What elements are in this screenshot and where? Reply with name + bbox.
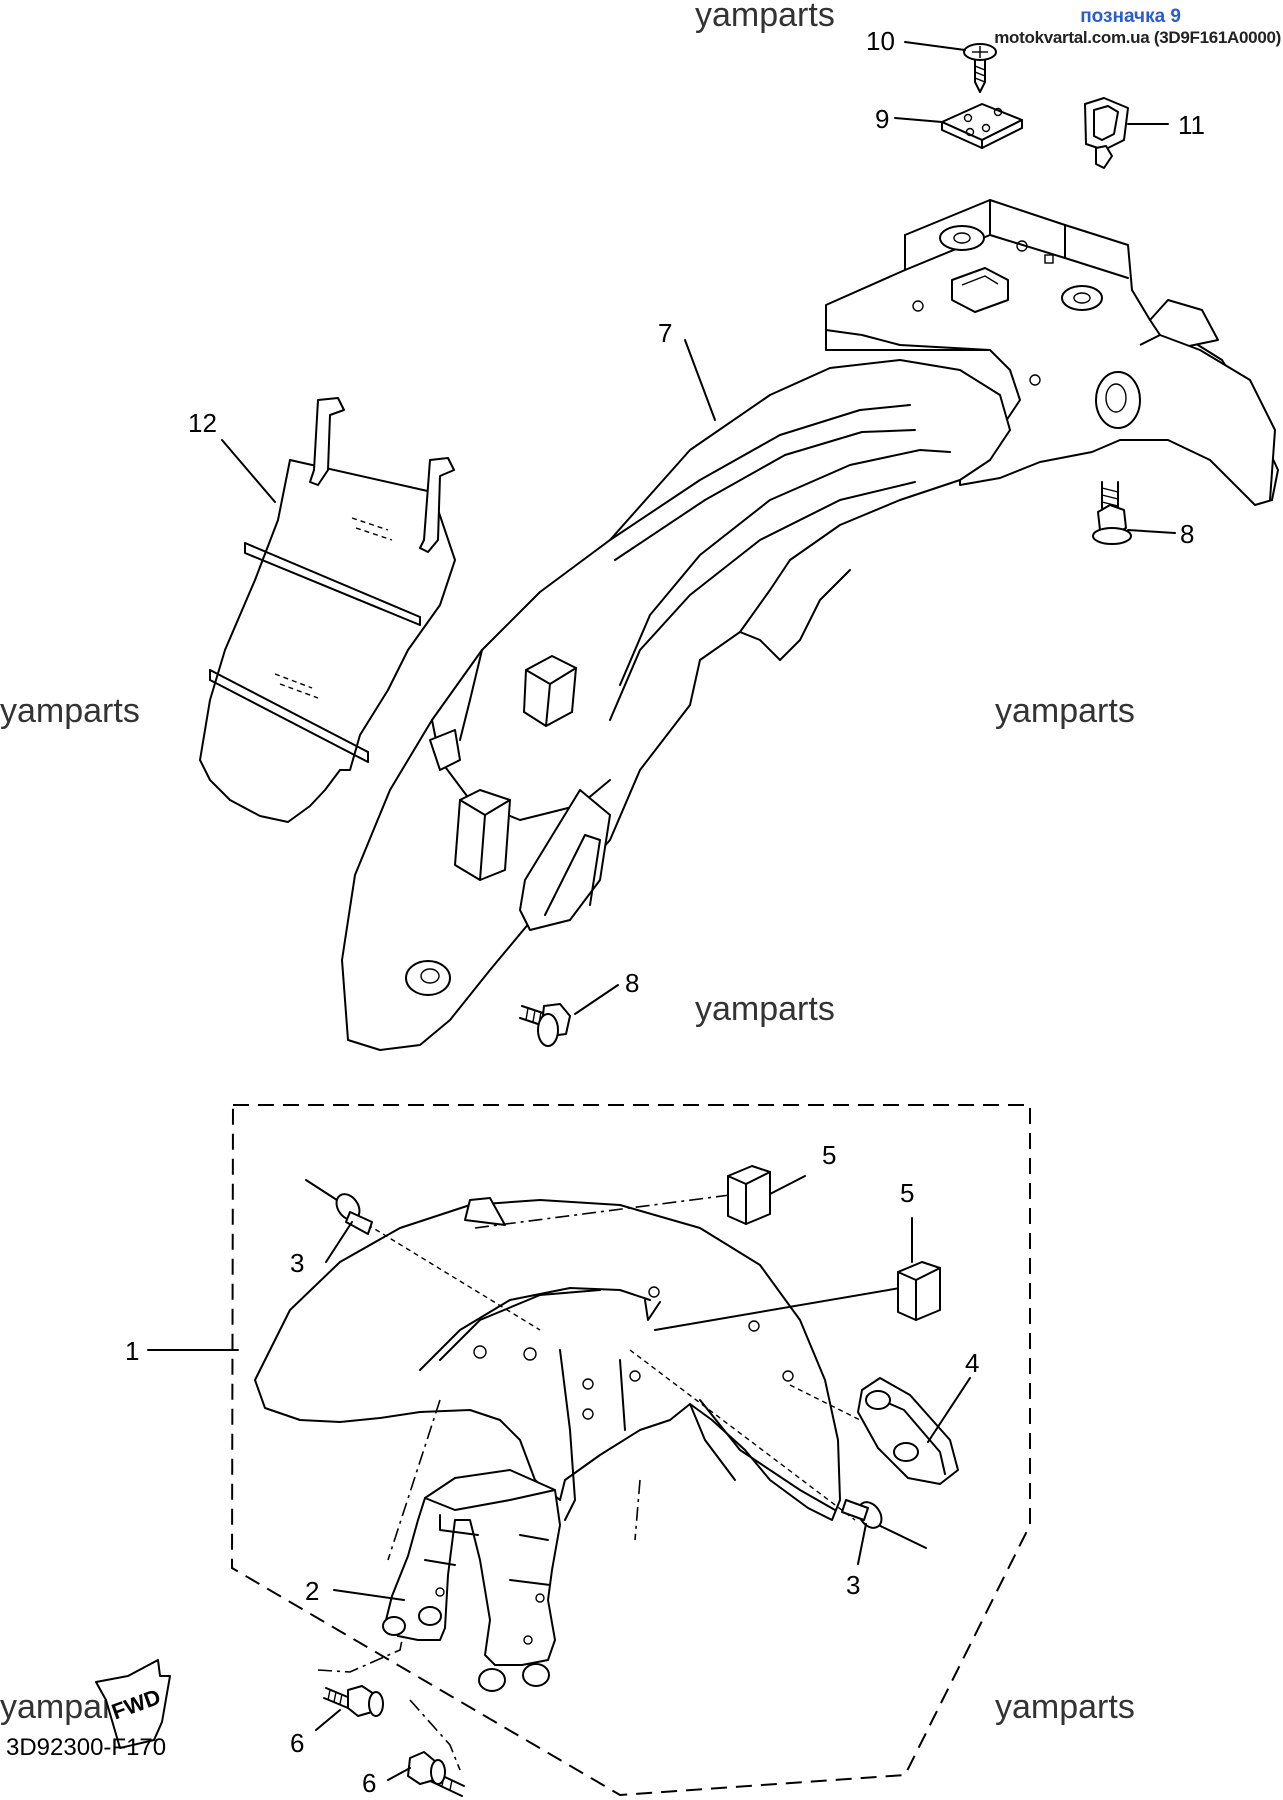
part-12-mud-flap [199, 397, 456, 823]
callout-10: 10 [866, 26, 895, 56]
part-3-rivet-upper [305, 1179, 373, 1235]
front-fender-assembly-box [230, 1104, 1031, 1797]
leader-3-callout-upper [325, 1221, 353, 1263]
leader-12 [221, 439, 276, 503]
leader-3-lower [629, 1349, 856, 1521]
source-label: motokvartal.com.ua (3D9F161A0000) [994, 28, 1281, 47]
leader-2 [387, 1399, 641, 1561]
leader-8-lower [574, 984, 619, 1015]
fwd-direction-arrow: FWD [95, 1659, 171, 1749]
leader-6-callout-upper [315, 1709, 341, 1731]
part-3-rivet-lower [841, 1499, 927, 1549]
callout-11: 11 [1178, 110, 1205, 140]
part-4-reflector [857, 1377, 959, 1485]
part-8-bolt-upper [1092, 481, 1132, 545]
leader-5-upper [474, 1194, 731, 1229]
watermark-center: yamparts [695, 990, 835, 1028]
part-8-bolt-lower [519, 1003, 571, 1047]
part-11-clip [1084, 97, 1129, 169]
callout-3-lower: 3 [846, 1570, 860, 1600]
callout-5-lower: 5 [900, 1178, 914, 1208]
callout-8-upper: 8 [1180, 519, 1194, 549]
designation-label: позначка 9 [1080, 6, 1181, 27]
leader-3-upper [359, 1219, 541, 1331]
leader-10 [904, 41, 966, 51]
callout-3-upper: 3 [290, 1248, 304, 1278]
callout-8-lower: 8 [625, 968, 639, 998]
leader-7 [684, 339, 716, 421]
watermark-bottom-right: yamparts [995, 1688, 1135, 1726]
part-9-plate [941, 103, 1023, 149]
leader-2-callout [333, 1589, 405, 1601]
leader-6-callout-lower [387, 1767, 411, 1781]
watermark-right: yamparts [995, 692, 1135, 730]
part-10-screw [963, 43, 997, 93]
diagram-code: 3D92300-F170 [6, 1734, 167, 1761]
part-6-bolt-upper [323, 1685, 384, 1717]
callout-7: 7 [658, 318, 672, 348]
callout-5-upper: 5 [822, 1140, 836, 1170]
callout-1: 1 [125, 1336, 139, 1366]
part-6-bolt-lower [407, 1751, 465, 1797]
part-5-pad-lower [897, 1261, 941, 1321]
callout-9: 9 [875, 104, 889, 134]
part-5-pad-upper [727, 1165, 771, 1225]
part-7-rear-fender [341, 199, 1279, 1051]
watermark-top: yamparts [695, 0, 835, 34]
leader-9 [894, 117, 943, 123]
callout-6-upper: 6 [290, 1728, 304, 1758]
part-1-front-fender [254, 1197, 841, 1521]
callout-4: 4 [965, 1348, 979, 1378]
callout-6-lower: 6 [362, 1768, 376, 1798]
callout-12: 12 [188, 408, 217, 438]
leader-8-upper [1127, 529, 1176, 534]
leader-5-lower [654, 1287, 901, 1331]
watermark-left: yamparts [0, 692, 140, 730]
leader-4-callout [927, 1377, 971, 1443]
leader-5-callout-upper [769, 1175, 806, 1195]
callout-2: 2 [305, 1576, 319, 1606]
leader-3-callout-lower [857, 1523, 867, 1565]
part-2-fork-brace [382, 1469, 561, 1692]
